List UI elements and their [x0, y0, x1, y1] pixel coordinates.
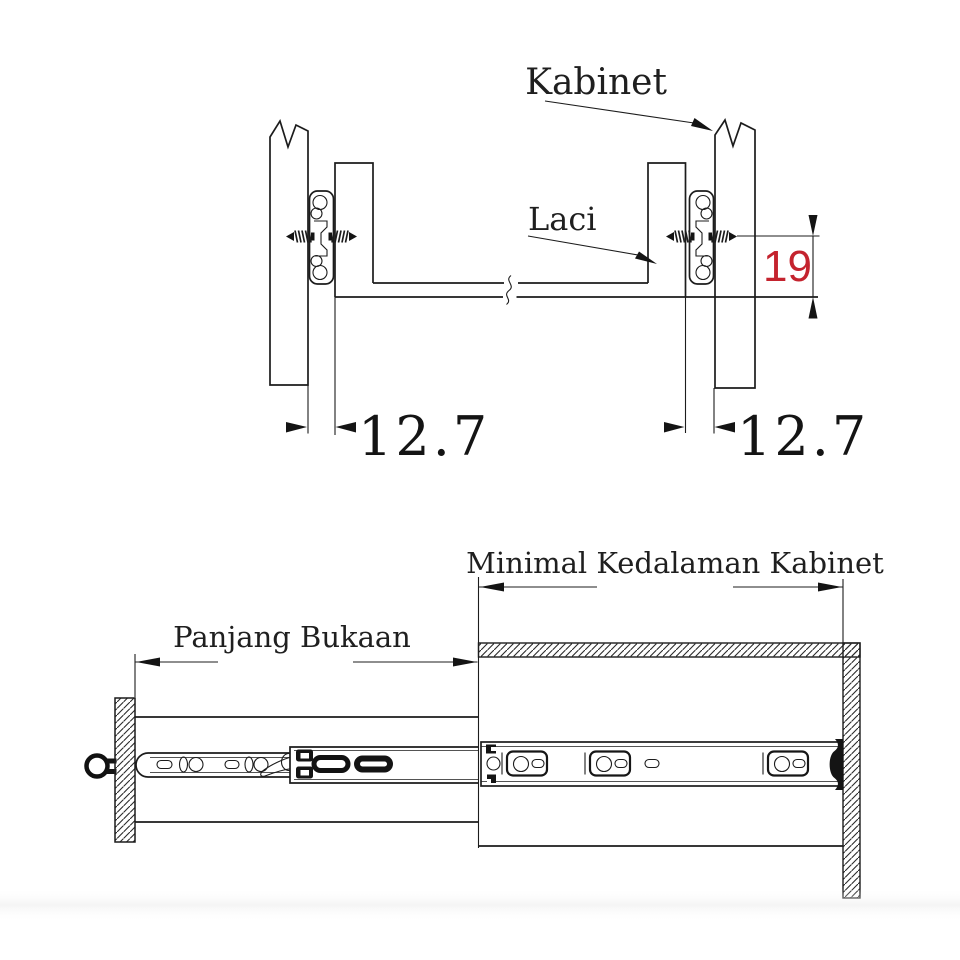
drawer-callout: Laci	[527, 200, 657, 264]
min-depth-label: Minimal Kedalaman Kabinet	[466, 546, 884, 580]
rail-end-stop	[829, 739, 843, 790]
min-depth-dimension: Minimal Kedalaman Kabinet	[466, 546, 884, 643]
cabinet-wall-right	[714, 118, 756, 389]
drawer-rail-inner	[135, 752, 298, 778]
opening-length-dimension: Panjang Bukaan	[134, 620, 478, 697]
cabinet-label: Kabinet	[525, 62, 667, 103]
rail-slot	[584, 750, 632, 777]
break-squiggle	[506, 275, 512, 305]
drawer-knob	[84, 753, 117, 779]
dimension-left-clearance: 12.7	[286, 297, 490, 468]
drawer-body-outline	[135, 716, 478, 823]
cabinet-wall-left	[269, 118, 309, 386]
dimension-rail-height: 19	[737, 215, 820, 319]
cabinet-top-panel	[477, 642, 861, 658]
opening-length-label: Panjang Bukaan	[173, 620, 411, 654]
rail-height-value: 19	[763, 242, 812, 291]
drawer-front-panel	[114, 697, 136, 843]
release-lever	[260, 756, 293, 777]
cabinet-rail	[480, 739, 843, 790]
slide-cross-section-left	[285, 190, 358, 285]
page-shading	[0, 888, 960, 922]
rail-slot	[762, 750, 810, 777]
right-clearance-value: 12.7	[737, 405, 869, 468]
dimension-right-clearance: 12.7	[664, 297, 869, 468]
bottom-view: Panjang Bukaan Minimal Kedalaman Kabinet	[84, 546, 884, 899]
drawer-wall-left	[334, 162, 374, 297]
cabinet-structure	[477, 577, 861, 899]
cabinet-back-wall	[842, 642, 861, 899]
drawer-bottom	[335, 275, 818, 305]
cabinet-callout: Kabinet	[525, 62, 713, 131]
left-clearance-value: 12.7	[358, 405, 490, 468]
rail-slot	[501, 750, 549, 777]
drawer-rail-middle	[289, 746, 478, 784]
drawer-label: Laci	[528, 200, 596, 238]
drawer-wall-right	[647, 162, 687, 297]
top-view: 12.7 12.7 19 Kabinet Laci	[269, 62, 869, 468]
